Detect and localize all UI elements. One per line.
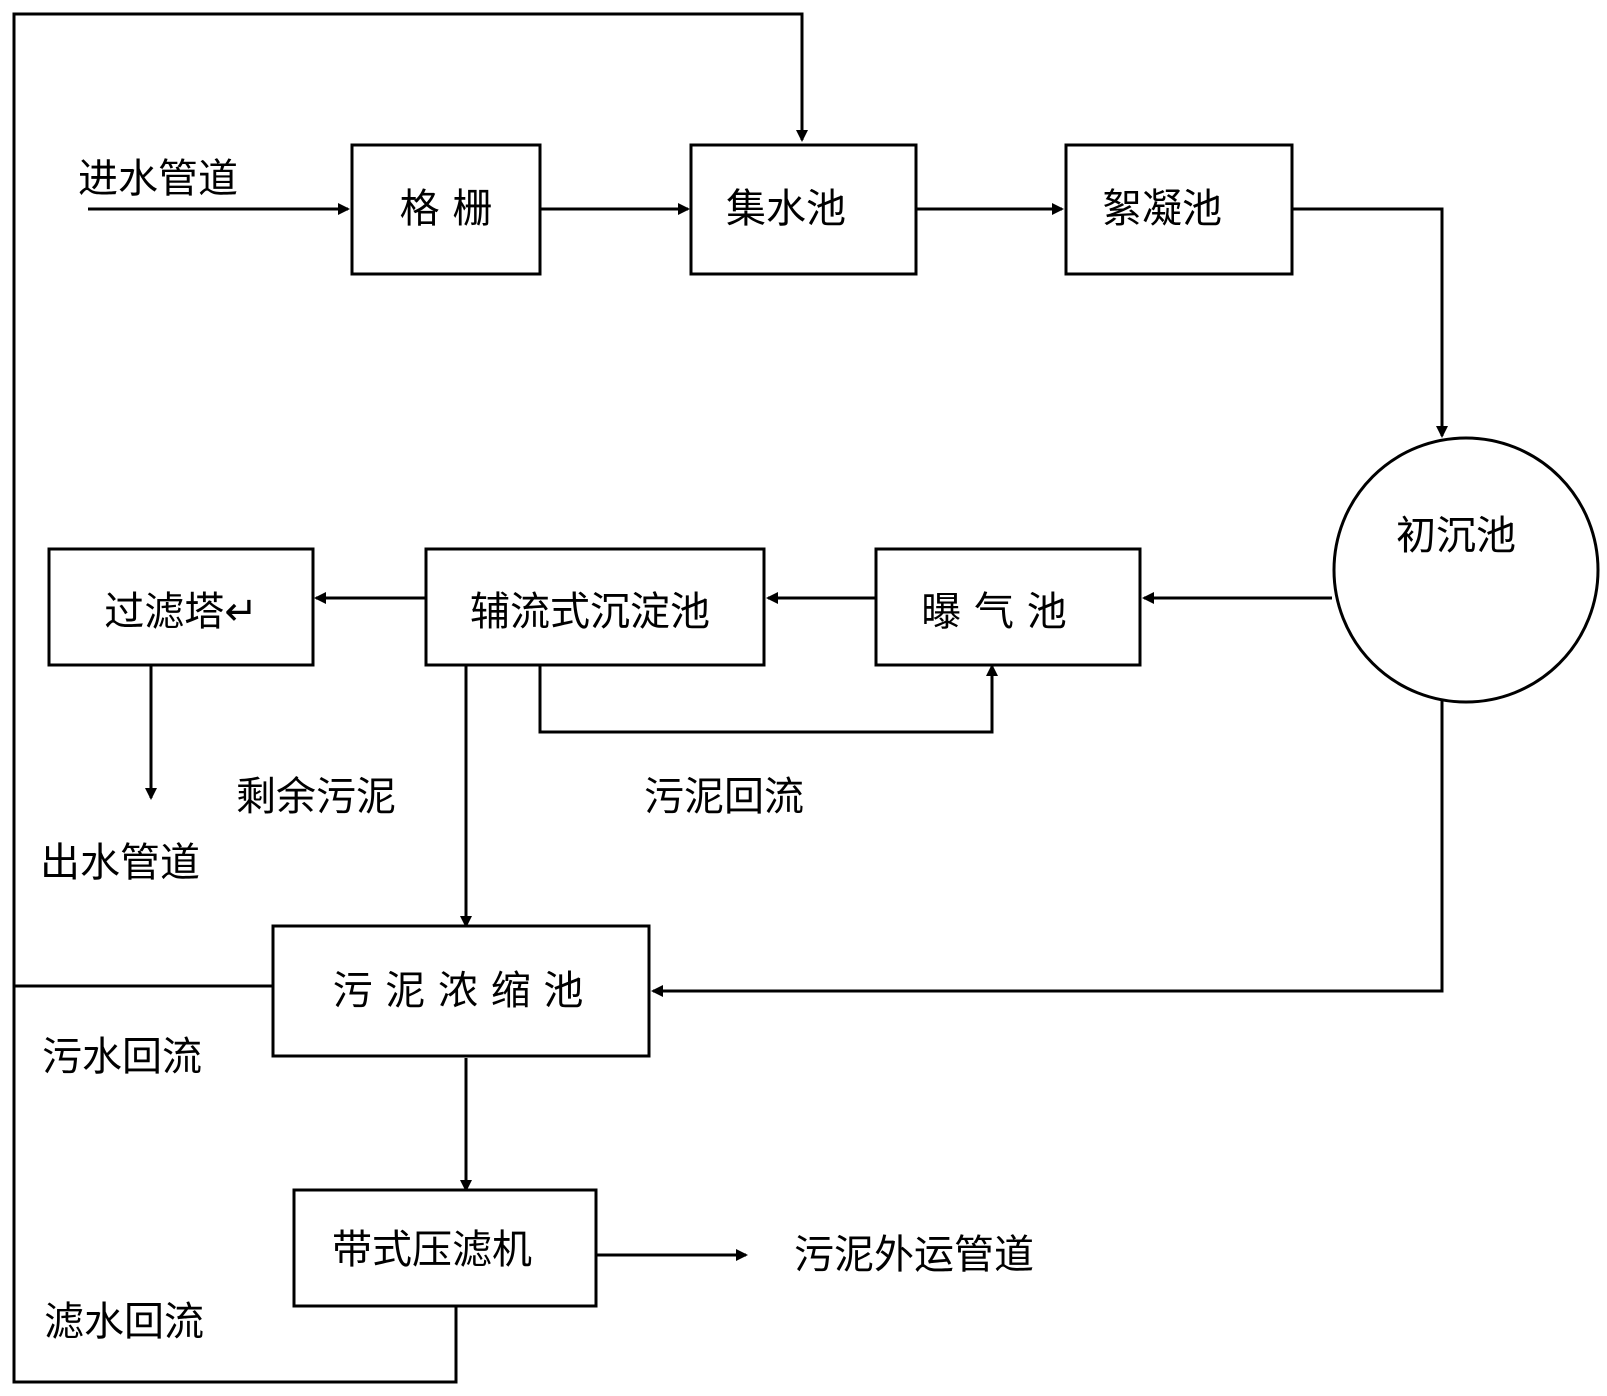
flocculation-to-clarifier-arrow xyxy=(1292,207,1448,438)
flow-labels: 进水管道 出水管道 剩余污泥 污泥回流 污水回流 滤水回流 污泥外运管道 xyxy=(40,156,1034,1345)
aeration-tank-label: 曝 气 池 xyxy=(921,589,1066,635)
outlet-pipe-label: 出水管道 xyxy=(40,840,200,886)
collection-tank-label: 集水池 xyxy=(726,186,846,232)
sludge-thickener-label: 污 泥 浓 缩 池 xyxy=(333,968,584,1014)
grid-label: 格 栅 xyxy=(400,186,493,232)
flocculation-tank-label: 絮凝池 xyxy=(1102,186,1222,232)
outer-return-line xyxy=(12,12,808,1384)
sludge-thickener-node: 污 泥 浓 缩 池 xyxy=(271,924,651,1058)
excess-sludge-label: 剩余污泥 xyxy=(236,774,396,820)
connectors xyxy=(12,12,1448,1384)
flocculation-tank-node: 絮凝池 xyxy=(1064,143,1294,276)
collection-tank-node: 集水池 xyxy=(689,143,918,276)
filter-tower-label: 过滤塔↵ xyxy=(104,589,258,635)
grid-node: 格 栅 xyxy=(350,143,542,276)
auxiliary-sedimentation-tank-node: 辅流式沉淀池 xyxy=(424,547,766,667)
belt-filter-press-label: 带式压滤机 xyxy=(332,1227,532,1273)
aeration-tank-node: 曝 气 池 xyxy=(874,547,1142,667)
inlet-pipe-label: 进水管道 xyxy=(78,156,238,202)
sludge-export-pipe-label: 污泥外运管道 xyxy=(794,1232,1034,1278)
sewage-return-label: 污水回流 xyxy=(42,1034,202,1080)
sludge-return-label: 污泥回流 xyxy=(644,774,804,820)
primary-clarifier-label: 初沉池 xyxy=(1396,513,1516,559)
filtrate-return-label: 滤水回流 xyxy=(44,1299,204,1345)
belt-filter-press-node: 带式压滤机 xyxy=(292,1188,598,1308)
clarifier-to-thickener-arrow xyxy=(651,700,1444,997)
filter-tower-node: 过滤塔↵ xyxy=(47,547,315,667)
auxiliary-sedimentation-tank-label: 辅流式沉淀池 xyxy=(470,589,710,635)
primary-clarifier-node: 初沉池 xyxy=(1332,436,1600,704)
sludge-return-arrow xyxy=(538,664,998,734)
